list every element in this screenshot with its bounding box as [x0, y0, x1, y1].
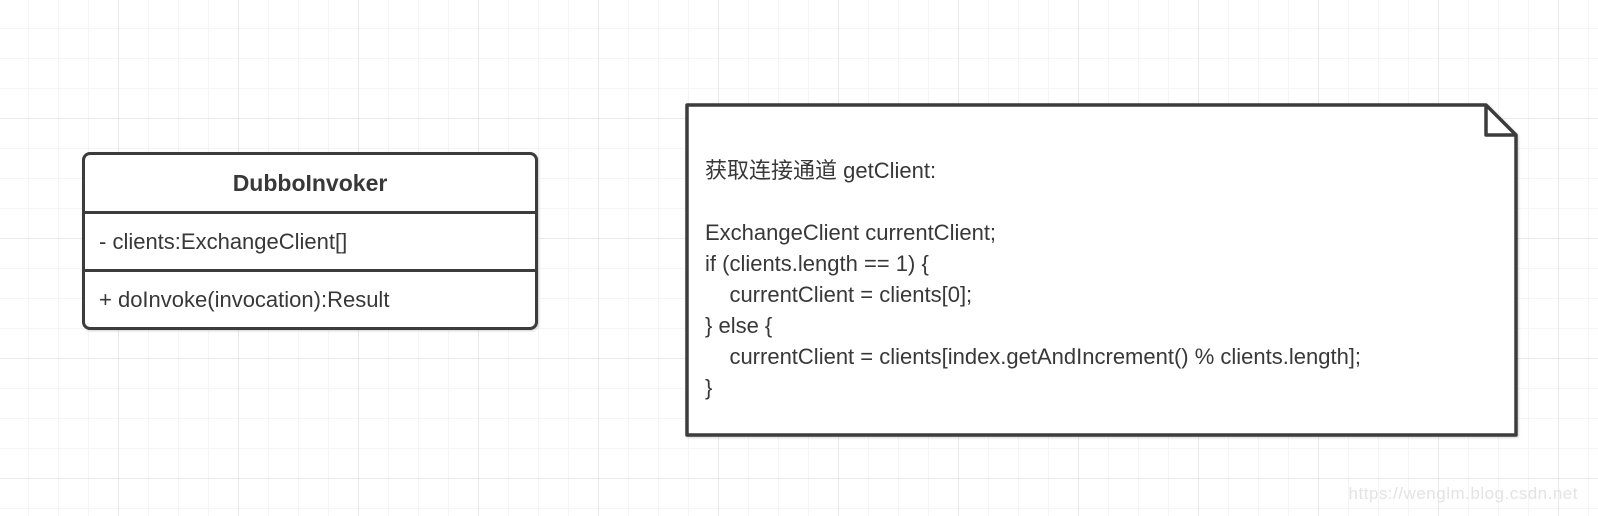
note-fold-flap — [1484, 105, 1516, 137]
uml-class-method-doinvoke: + doInvoke(invocation):Result — [85, 269, 535, 327]
uml-class-dubboinvoker: DubboInvoker - clients:ExchangeClient[] … — [82, 152, 538, 330]
note-line: 获取连接通道 getClient: — [705, 158, 937, 183]
note-line: ExchangeClient currentClient; — [705, 220, 997, 245]
note-line: currentClient = clients[0]; — [705, 282, 973, 307]
note-folded-corner-shape — [685, 103, 1518, 437]
note-line: if (clients.length == 1) { — [705, 251, 929, 276]
uml-class-title: DubboInvoker — [232, 169, 388, 196]
uml-class-attribute-clients: - clients:ExchangeClient[] — [85, 211, 535, 269]
watermark-url: https://wenglm.blog.csdn.net — [1348, 484, 1578, 503]
note-line: currentClient = clients[index.getAndIncr… — [705, 344, 1362, 369]
uml-note-getclient: 获取连接通道 getClient: ExchangeClient current… — [685, 103, 1518, 437]
note-line — [705, 186, 1494, 217]
note-line: } — [705, 375, 713, 400]
note-line: } else { — [705, 313, 773, 338]
note-outline — [685, 103, 1518, 437]
note-text-block: 获取连接通道 getClient: ExchangeClient current… — [685, 103, 1518, 437]
